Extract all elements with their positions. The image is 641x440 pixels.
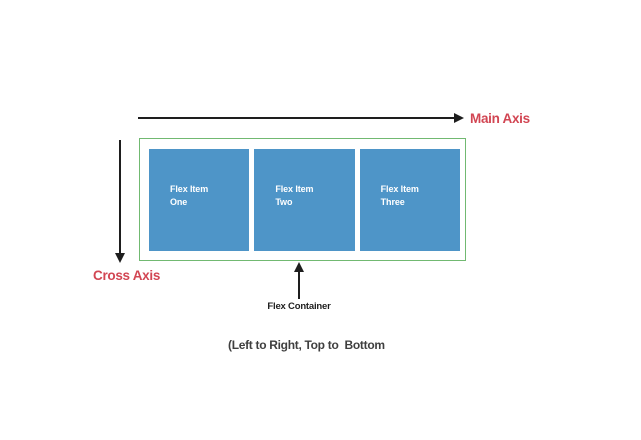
flex-item-three: Flex Item Three: [359, 149, 460, 251]
cross-axis-label: Cross Axis: [93, 268, 161, 283]
caption-text: (Left to Right, Top to Bottom: [228, 338, 385, 352]
cross-axis-arrowhead-icon: [115, 253, 125, 263]
flex-container-pointer-line: [298, 270, 300, 299]
flex-container-label: Flex Container: [267, 301, 331, 312]
flex-item-one-line2: One: [170, 197, 188, 207]
flex-item-two: Flex Item Two: [254, 149, 355, 251]
flex-container-box: Flex Item One Flex Item Two Flex Item Th…: [139, 138, 466, 261]
flex-item-one: Flex Item One: [149, 149, 250, 251]
flex-item-two-line2: Two: [275, 197, 293, 207]
flex-item-one-line1: Flex Item: [170, 183, 209, 194]
flex-container-arrowhead-icon: [294, 262, 304, 272]
cross-axis-arrow-line: [119, 140, 121, 255]
main-axis-arrowhead-icon: [454, 113, 464, 123]
main-axis-label: Main Axis: [470, 111, 530, 126]
main-axis-arrow-line: [138, 117, 455, 119]
flex-item-three-line2: Three: [380, 197, 405, 207]
flex-item-two-line1: Flex Item: [275, 183, 314, 194]
flex-item-three-line1: Flex Item: [380, 183, 419, 194]
